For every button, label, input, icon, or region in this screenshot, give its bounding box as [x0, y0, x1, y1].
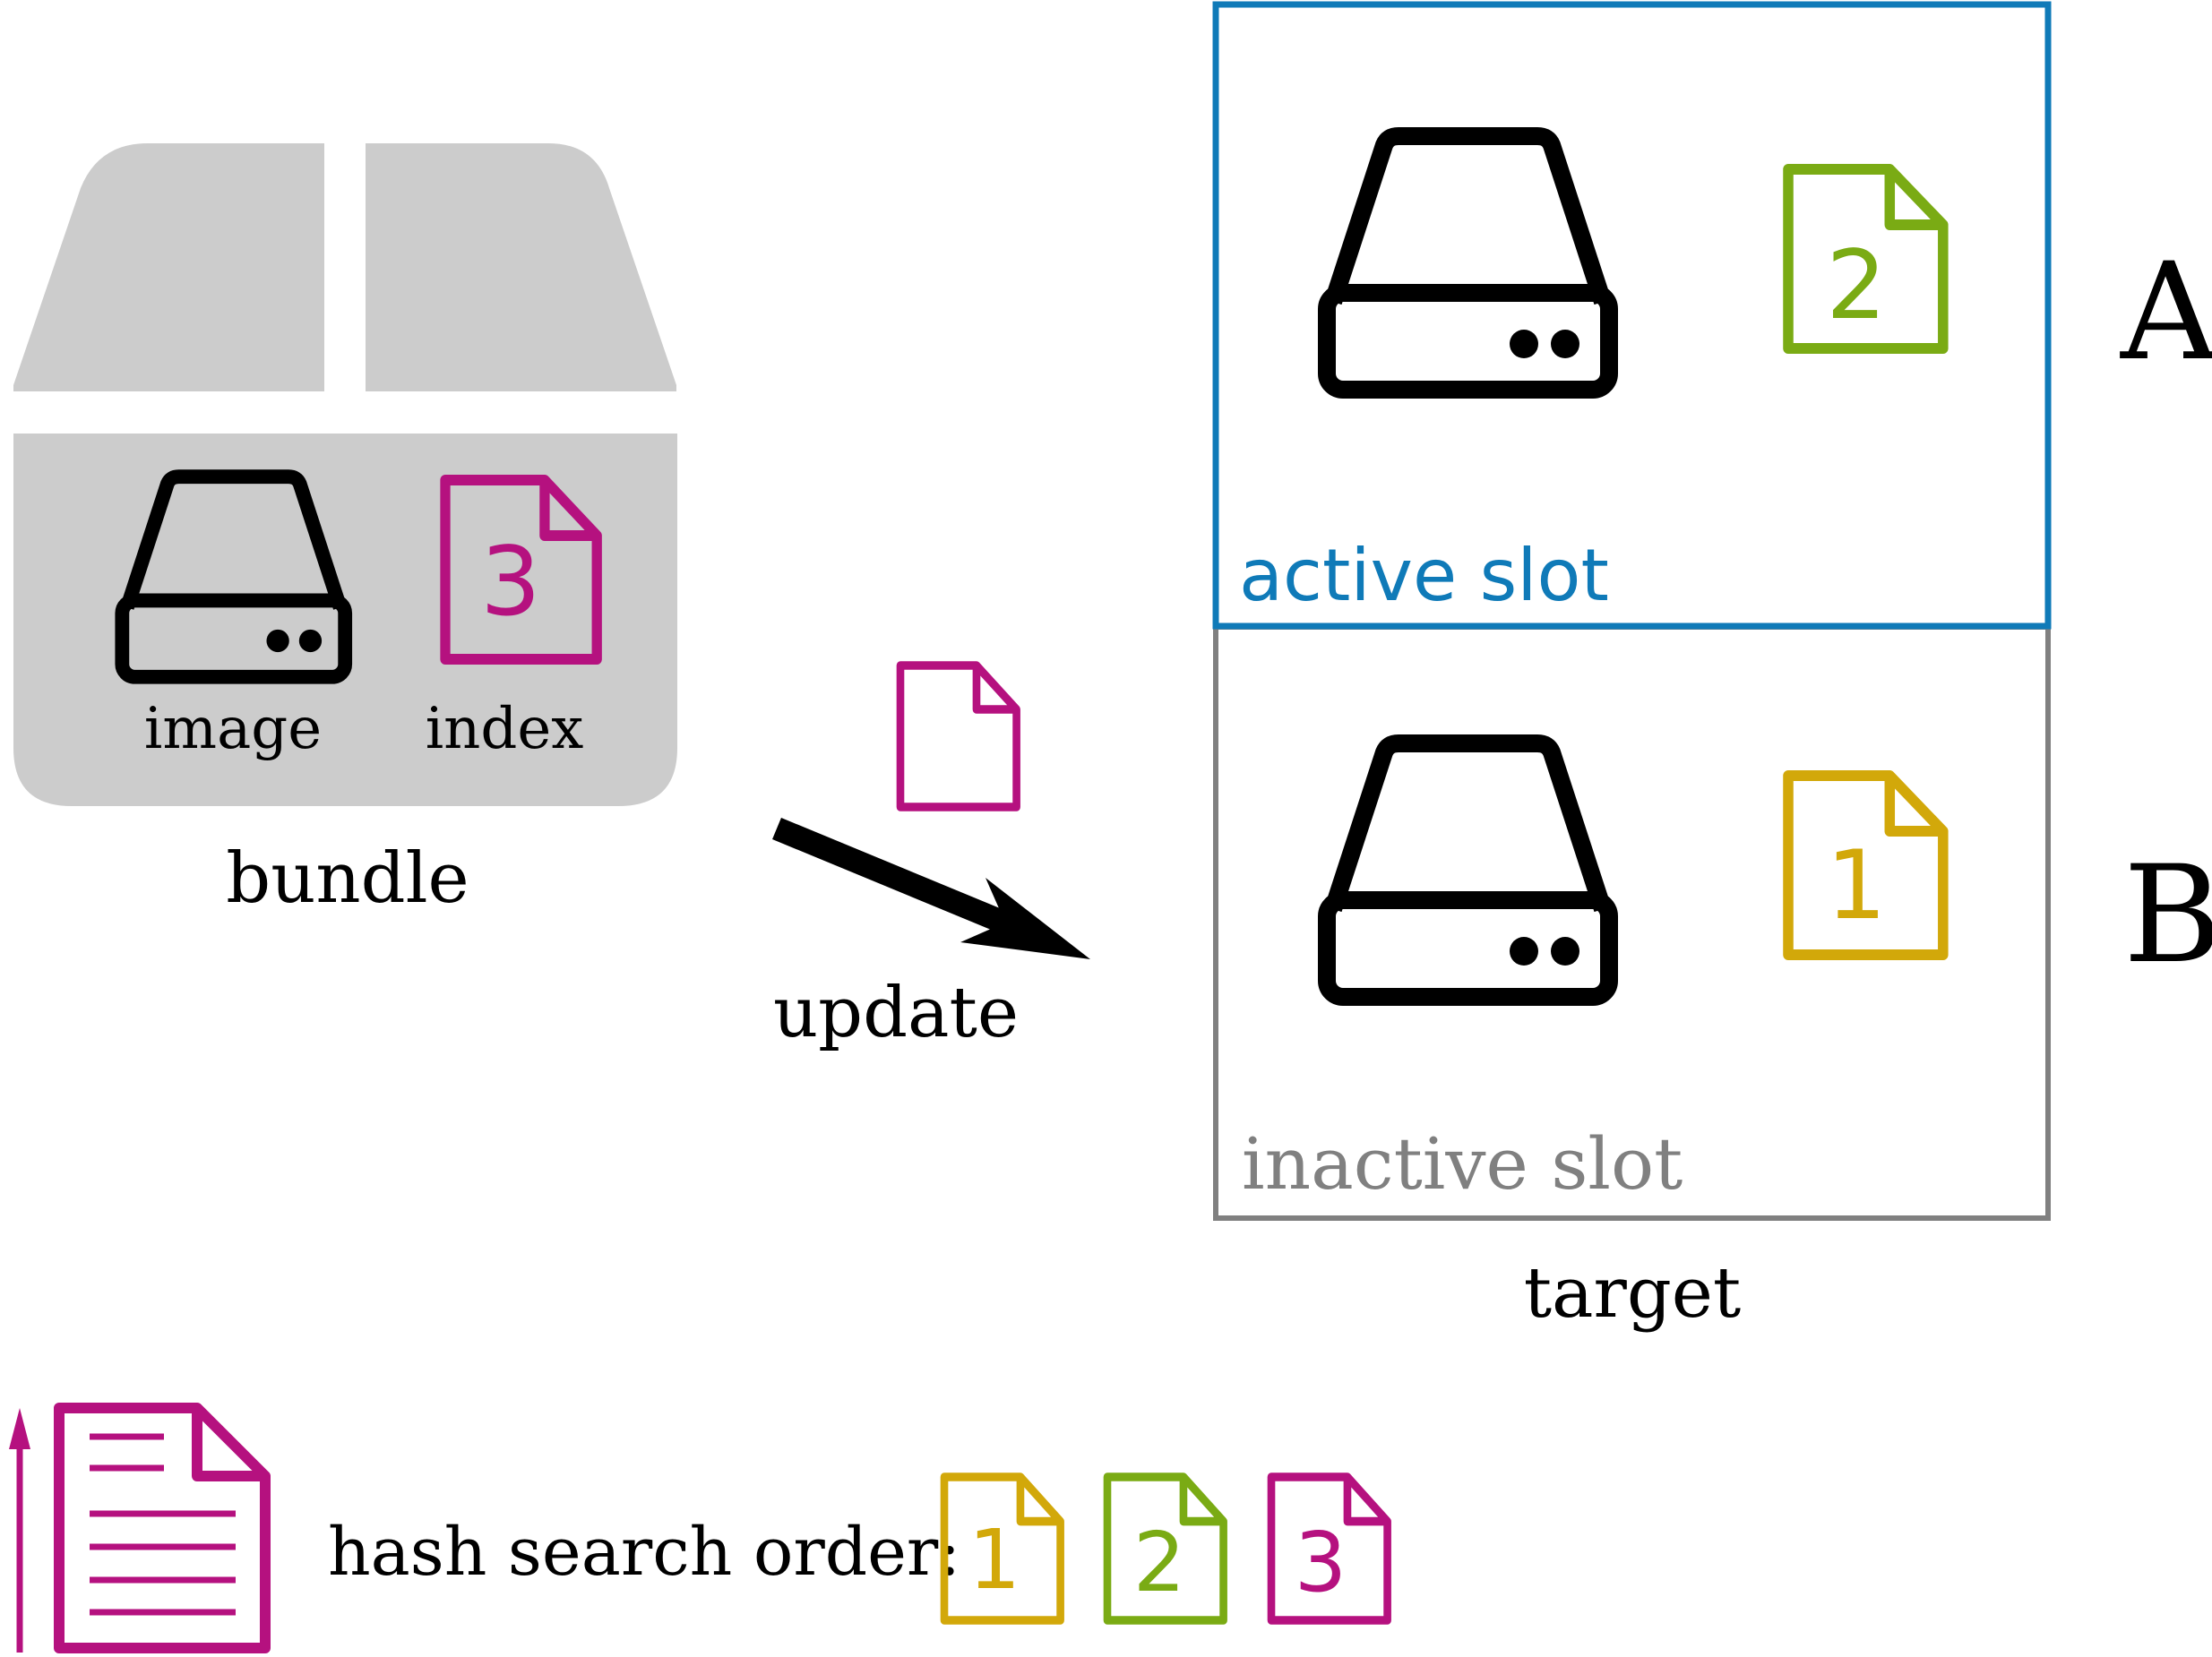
- slot-b-letter: B: [2123, 837, 2212, 993]
- update-index-icon: [900, 665, 1017, 807]
- bundle-lid-right: [366, 143, 676, 391]
- bundle-label: bundle: [226, 838, 469, 919]
- update-label: update: [773, 973, 1019, 1053]
- slot-b-index-number: 1: [1826, 830, 1886, 940]
- slot-a-index-number: 2: [1826, 230, 1886, 340]
- search-order-up-arrow: [9, 1408, 30, 1653]
- hash-list-document-icon: [54, 1403, 271, 1653]
- slot-a-disk-icon: [1327, 136, 1609, 390]
- slot-a-caption: active slot: [1239, 534, 1609, 617]
- order-index-1-number: 1: [968, 1512, 1021, 1608]
- update-arrow: [772, 817, 1090, 959]
- bundle-image-label: image: [144, 696, 322, 762]
- target-label: target: [1524, 1253, 1742, 1334]
- slot-b-disk-icon: [1327, 743, 1609, 997]
- slot-b-caption: inactive slot: [1242, 1122, 1683, 1206]
- bundle-lid-left: [13, 143, 324, 391]
- slot-a-letter: A: [2120, 235, 2212, 391]
- order-index-2-number: 2: [1133, 1515, 1186, 1610]
- order-index-3-number: 3: [1295, 1515, 1347, 1610]
- search-order-label: hash search order:: [328, 1514, 960, 1591]
- bundle-index-label: index: [426, 696, 584, 762]
- slot-a-frame: [1212, 1, 2052, 630]
- bundle-index-number: 3: [480, 527, 540, 637]
